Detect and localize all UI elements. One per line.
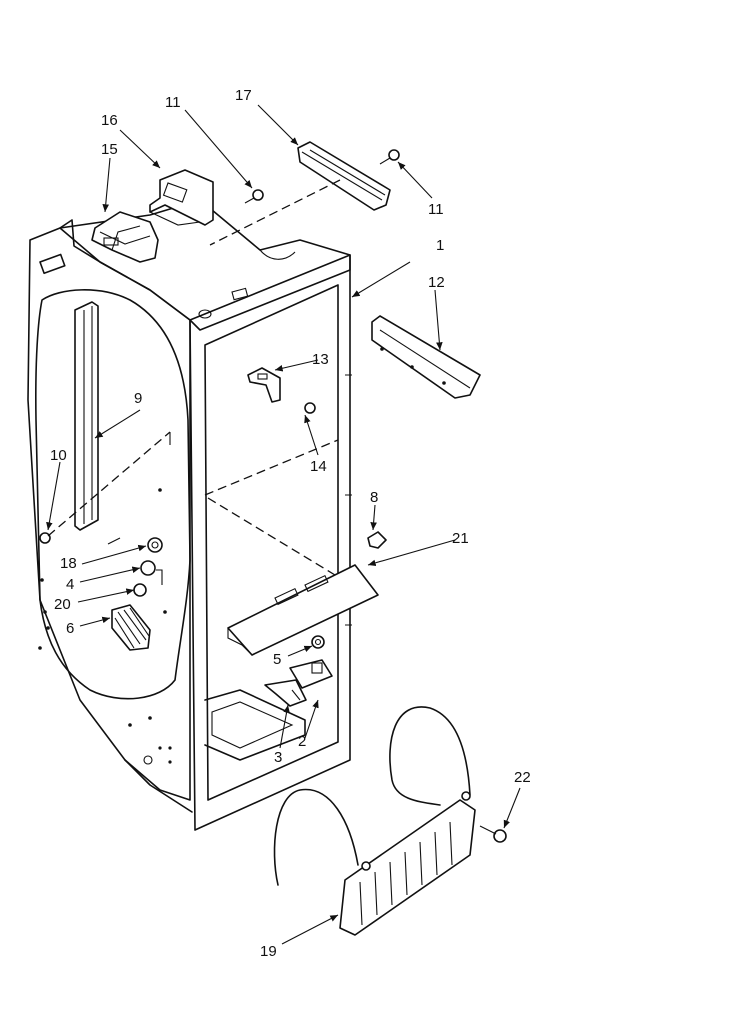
part-13-bracket <box>247 367 281 403</box>
callout-10: 10 <box>50 447 67 464</box>
part-3-bracket <box>264 679 307 707</box>
part-6-grille <box>111 604 151 651</box>
screw-22 <box>479 825 507 843</box>
callout-labels: 1 2 3 4 5 6 8 9 10 11 11 12 13 14 15 16 … <box>50 87 531 960</box>
part-19-basket <box>273 706 476 936</box>
part-16-bracket <box>149 169 214 226</box>
callout-4: 4 <box>66 576 74 593</box>
screw-11-right <box>379 149 400 165</box>
callout-3: 3 <box>274 749 282 766</box>
callout-19: 19 <box>260 943 277 960</box>
callout-1: 1 <box>436 237 444 254</box>
callout-13: 13 <box>312 351 329 368</box>
callout-15: 15 <box>101 141 118 158</box>
part-2-switch <box>289 659 333 689</box>
screw-14 <box>304 402 316 414</box>
leader-lines <box>46 104 521 945</box>
callout-12: 12 <box>428 274 445 291</box>
callout-6: 6 <box>66 620 74 637</box>
callout-17: 17 <box>235 87 252 104</box>
callout-21: 21 <box>452 530 469 547</box>
part-12-channel <box>371 315 481 399</box>
callout-5: 5 <box>273 651 281 668</box>
part-8-clip <box>367 531 387 549</box>
part-21-cover <box>227 564 379 656</box>
part-15-housing <box>91 211 159 263</box>
callout-2: 2 <box>298 733 306 750</box>
callout-22: 22 <box>514 769 531 786</box>
callout-20: 20 <box>54 596 71 613</box>
part-17-rail <box>209 141 391 246</box>
callout-14: 14 <box>310 458 327 475</box>
callout-11-top: 11 <box>165 94 181 111</box>
callout-11-right: 11 <box>428 201 444 218</box>
screw-11-left <box>244 189 264 204</box>
callout-9: 9 <box>134 390 142 407</box>
screw-10 <box>39 431 171 544</box>
part-18-nut <box>147 537 163 553</box>
callout-18: 18 <box>60 555 77 572</box>
callout-16: 16 <box>101 112 118 129</box>
part-20-bulb <box>107 537 147 597</box>
part-5-grommet <box>311 635 325 649</box>
callout-8: 8 <box>370 489 378 506</box>
part-4-holder <box>140 560 163 585</box>
